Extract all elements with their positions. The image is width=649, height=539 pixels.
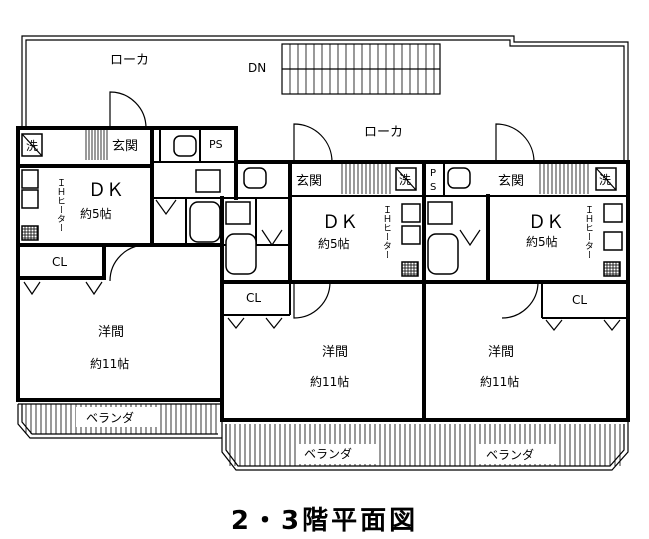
ih-heater-label-c: ＩＨヒーター: [583, 205, 594, 259]
staircase: [281, 43, 441, 95]
corridor-label-2: ローカ: [364, 125, 403, 140]
entrance-hatch: [85, 130, 589, 194]
entrance-label-c: 玄関: [498, 174, 524, 189]
corridor-label-1: ローカ: [110, 53, 149, 68]
dk-label-b: ＤＫ: [322, 212, 358, 233]
balcony-bc: [221, 420, 629, 471]
balcony-label-c: ベランダ: [486, 447, 534, 462]
floor-plan: ローカ DN ローカ 洗 洗 洗 玄関 玄関 玄関 PS P S ＤＫ 約5帖 …: [16, 35, 630, 471]
closet-label-b: CL: [246, 291, 261, 305]
balcony-label-a: ベランダ: [86, 410, 134, 425]
corridor-outline: [21, 35, 629, 160]
stove-grid-icon: [21, 225, 621, 277]
page-title: 2・3階平面図: [230, 506, 419, 536]
closet-label-a: CL: [52, 255, 67, 269]
ih-heater-label-b: ＩＨヒーター: [381, 205, 392, 259]
corridor-outline-inner: [25, 39, 625, 160]
dk-size-a: 約5帖: [80, 206, 112, 221]
youma-label-c: 洋間: [488, 345, 514, 360]
bathtub-icon: [189, 201, 459, 275]
ps-label-b: P: [430, 168, 436, 179]
washbasin-icon: [195, 169, 453, 225]
youma-label-a: 洋間: [98, 325, 124, 340]
balcony-label-b: ベランダ: [304, 446, 352, 461]
dk-label-a: ＤＫ: [88, 180, 124, 201]
stair-direction-label: DN: [248, 61, 266, 75]
wash-label-a: 洗: [26, 139, 38, 153]
ps-label-a: PS: [209, 138, 223, 151]
wash-label-c: 洗: [599, 173, 611, 187]
balcony-a: [17, 403, 222, 439]
ps-label-b2: S: [430, 182, 436, 193]
door-swings: [109, 91, 539, 319]
youma-label-b: 洋間: [322, 345, 348, 360]
entrance-label-a: 玄関: [112, 139, 138, 154]
youma-size-a: 約11帖: [90, 356, 129, 371]
dk-size-c: 約5帖: [526, 234, 558, 249]
ih-heater-label-a: ＩＨヒーター: [55, 178, 66, 232]
wash-label-b: 洗: [399, 173, 411, 187]
youma-size-b: 約11帖: [310, 374, 349, 389]
dk-size-b: 約5帖: [318, 236, 350, 251]
outer-walls: [16, 126, 630, 422]
youma-size-c: 約11帖: [480, 374, 519, 389]
closet-door-marks: [23, 199, 621, 331]
entrance-label-b: 玄関: [296, 174, 322, 189]
sink-icon: [21, 169, 623, 251]
dk-label-c: ＤＫ: [528, 212, 564, 233]
washing-machine-icon: [21, 133, 617, 191]
toilet-icon: [173, 135, 471, 189]
closet-label-c: CL: [572, 293, 587, 307]
